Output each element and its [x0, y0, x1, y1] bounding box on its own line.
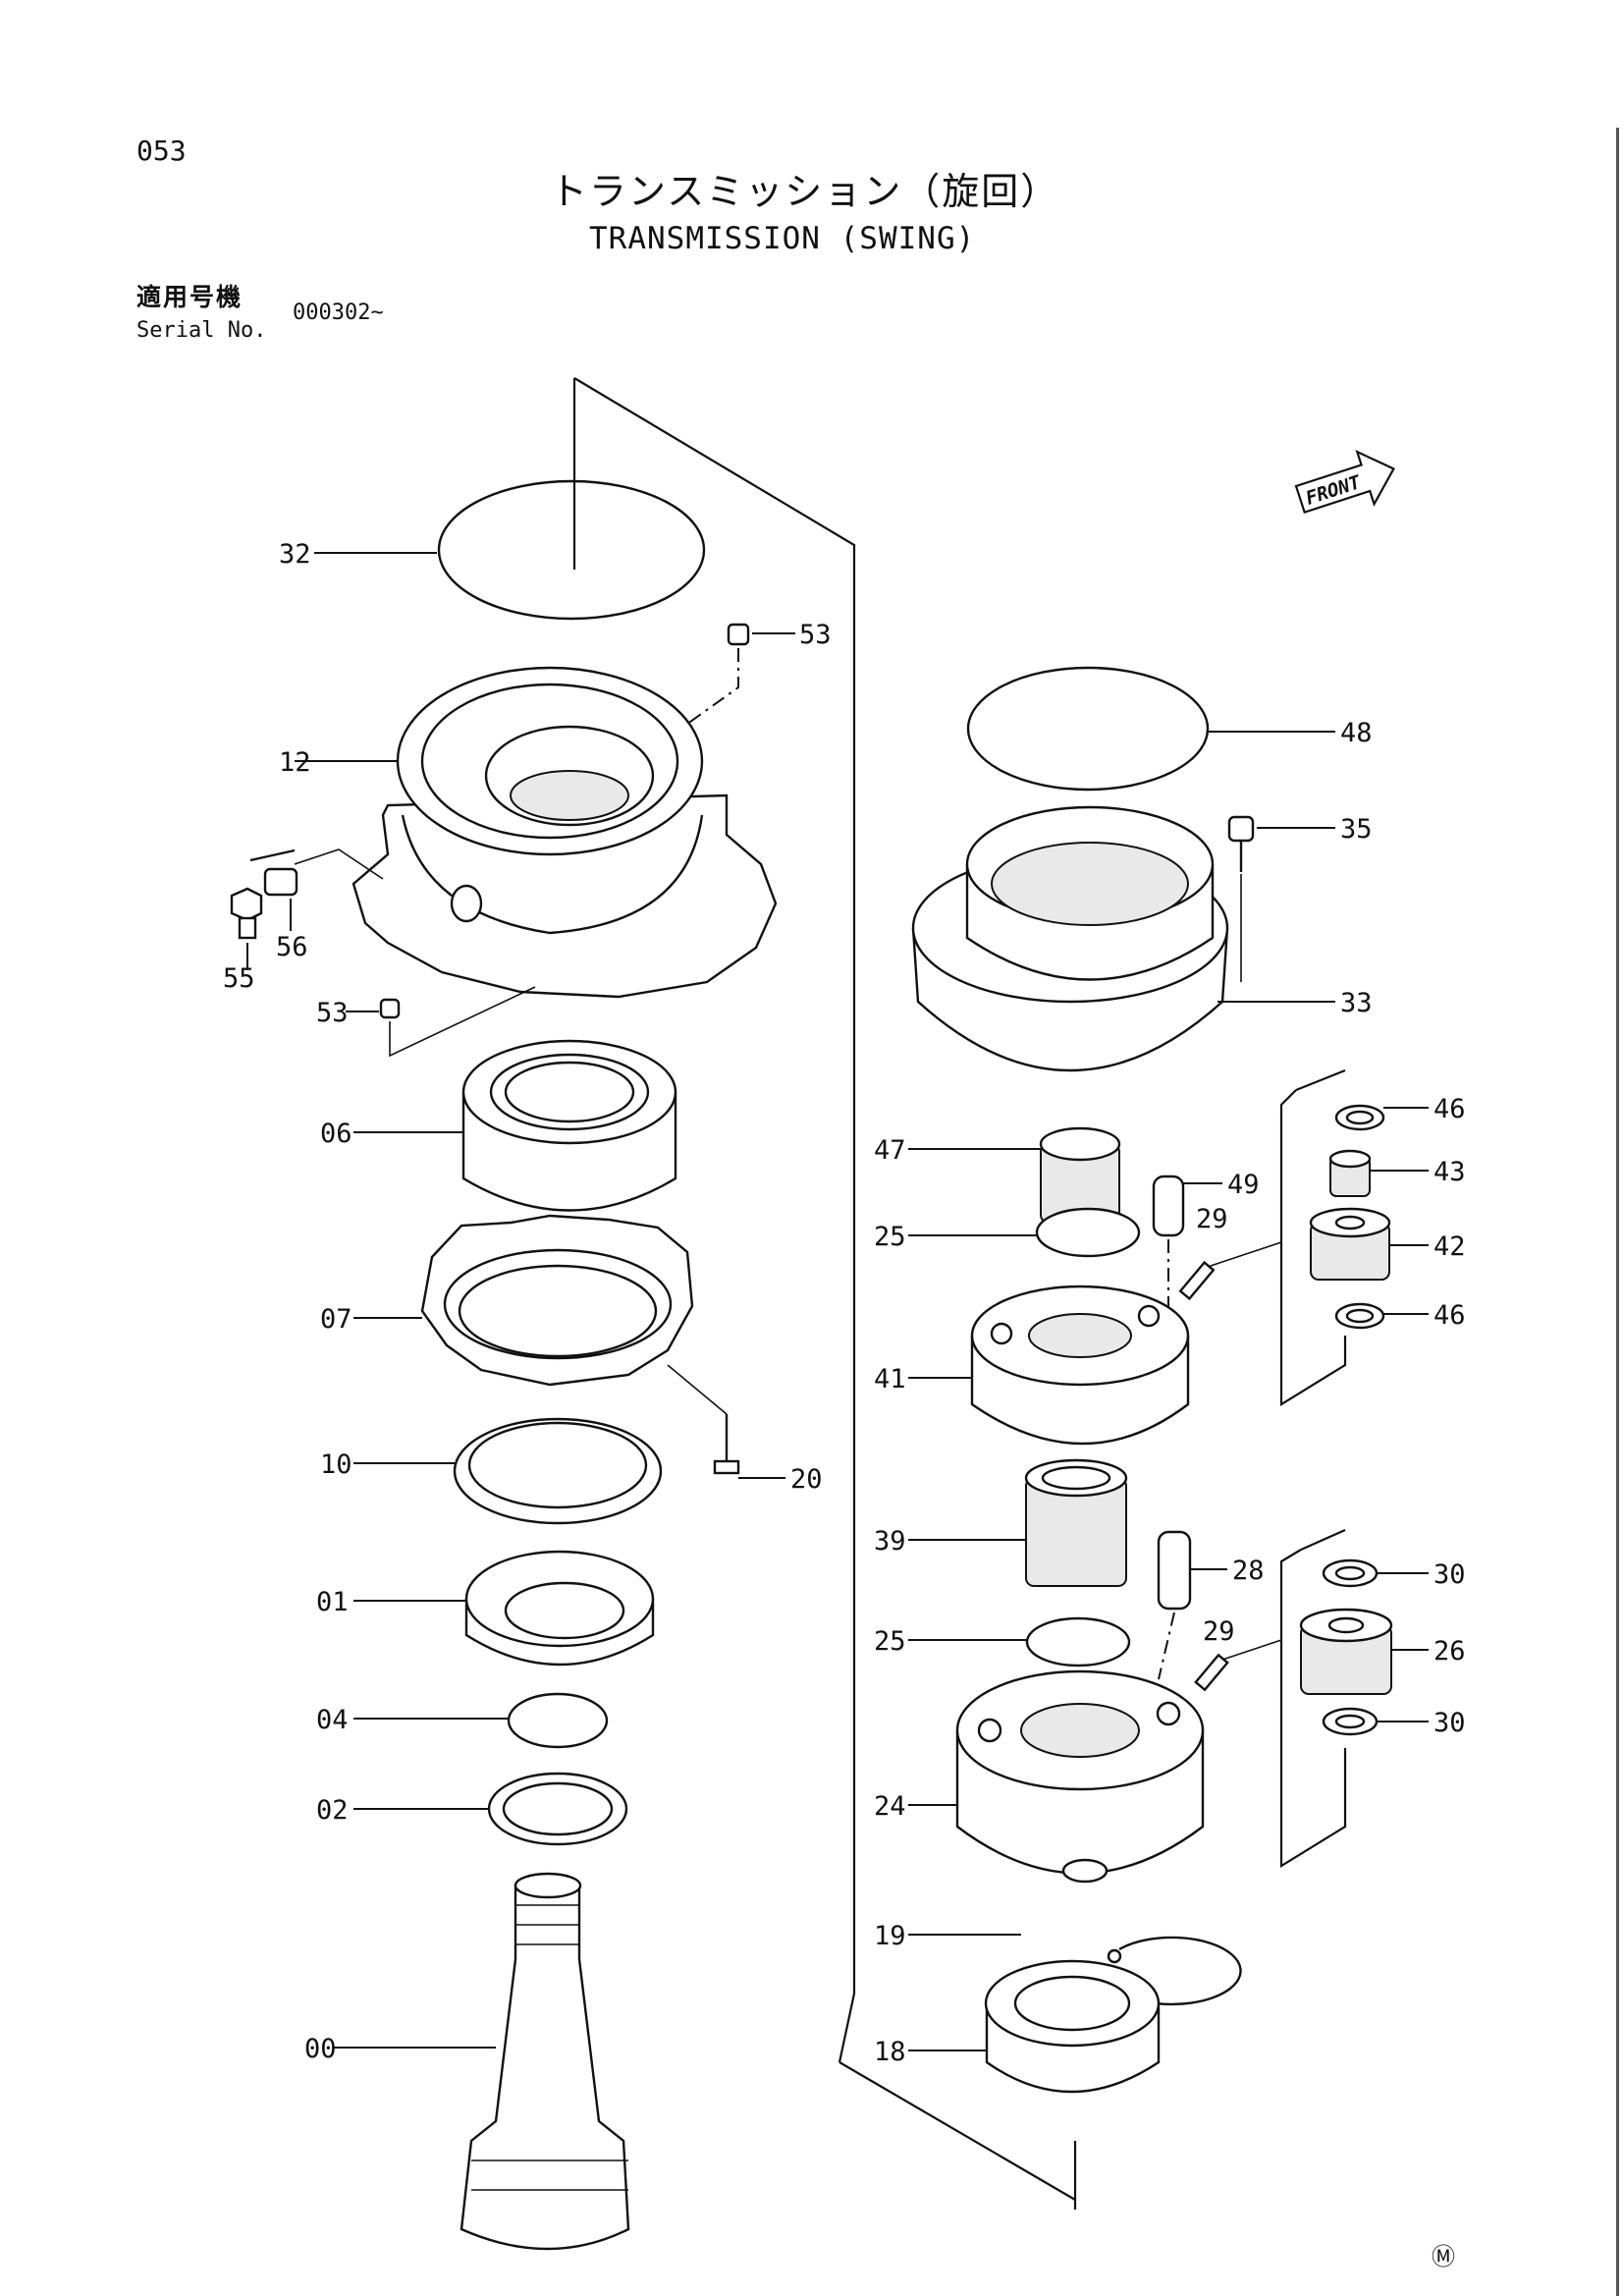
- label-12: 12: [279, 747, 311, 778]
- label-02: 02: [316, 1795, 349, 1826]
- part-39-sun-gear: [908, 1458, 1128, 1587]
- part-29-pin-top: [1178, 1241, 1282, 1301]
- part-02-ring: [353, 1772, 628, 1846]
- part-46-thrust-washer-bottom: [1334, 1302, 1429, 1330]
- label-20: 20: [790, 1464, 823, 1495]
- assembly-frame-lines: [572, 377, 1077, 2210]
- label-24: 24: [874, 1791, 906, 1822]
- label-49: 49: [1227, 1170, 1260, 1200]
- serial-label-japanese: 適用号機: [136, 283, 243, 311]
- label-19: 19: [874, 1921, 906, 1951]
- label-30-bottom: 30: [1434, 1708, 1466, 1738]
- label-25-top: 25: [874, 1222, 906, 1252]
- label-32: 32: [279, 539, 311, 570]
- label-42: 42: [1434, 1231, 1466, 1262]
- label-00: 00: [304, 2034, 337, 2064]
- label-07: 07: [320, 1304, 352, 1335]
- label-39: 39: [874, 1526, 906, 1557]
- front-arrow-icon: FRONT: [1294, 449, 1395, 515]
- manufacturer-mark: Ⓜ: [1432, 2243, 1455, 2270]
- label-46-top: 46: [1434, 1094, 1466, 1124]
- label-53-bottom: 53: [316, 998, 349, 1028]
- part-28-pin: [1157, 1530, 1227, 1680]
- part-32-o-ring: [314, 479, 706, 621]
- label-29-bottom: 29: [1203, 1616, 1235, 1647]
- serial-label-english: Serial No.: [136, 318, 267, 343]
- label-30-top: 30: [1434, 1559, 1466, 1590]
- label-41: 41: [874, 1364, 906, 1394]
- planet-set-bracket-1: [1279, 1068, 1347, 1406]
- part-20-bolt: [713, 1414, 785, 1479]
- part-00-pinion-shaft: [334, 1872, 630, 2251]
- page-number: 053: [136, 135, 187, 167]
- page-title-english: TRANSMISSION (SWING): [589, 221, 976, 256]
- page-title-japanese: トランスミッション（旋回）: [550, 170, 1060, 213]
- part-43-needle-bearing: [1328, 1149, 1429, 1197]
- label-28: 28: [1232, 1556, 1265, 1586]
- label-04: 04: [316, 1705, 349, 1735]
- part-30-thrust-washer-bottom: [1322, 1707, 1429, 1736]
- label-25-bottom: 25: [874, 1626, 906, 1657]
- part-55-56-drain-valve: [230, 848, 384, 970]
- label-26: 26: [1434, 1636, 1466, 1667]
- label-06: 06: [320, 1119, 352, 1149]
- part-49-pin: [1152, 1175, 1222, 1316]
- part-30-thrust-washer-top: [1322, 1558, 1429, 1588]
- part-number-labels: 32 53 12 55 56 53 06 07 20 10 01 04 02 0…: [223, 539, 1466, 2067]
- label-56: 56: [276, 932, 308, 962]
- part-04-o-ring: [353, 1692, 609, 1749]
- label-48: 48: [1340, 718, 1373, 748]
- part-25-thrust-plate-top: [908, 1207, 1141, 1258]
- part-10-seal: [353, 1417, 663, 1525]
- part-26-planet-gear: [1299, 1608, 1429, 1695]
- page-edge-line: [1616, 128, 1619, 2296]
- part-46-thrust-washer-top: [1334, 1104, 1429, 1131]
- part-47-sun-gear: [908, 1126, 1121, 1224]
- part-12-housing: [295, 666, 778, 999]
- label-10: 10: [320, 1449, 352, 1480]
- part-18-bearing: [908, 1959, 1161, 2094]
- label-33: 33: [1340, 988, 1373, 1018]
- part-33-ring-gear: [911, 805, 1335, 1072]
- label-01: 01: [316, 1587, 349, 1617]
- part-24-carrier: [908, 1669, 1205, 1884]
- label-47: 47: [874, 1135, 906, 1166]
- planet-set-bracket-2: [1279, 1528, 1347, 1868]
- part-53-plug-top: [627, 623, 795, 767]
- part-42-planet-gear: [1309, 1207, 1429, 1281]
- part-48-o-ring: [966, 666, 1335, 792]
- label-29-top: 29: [1196, 1204, 1228, 1234]
- label-46-bottom: 46: [1434, 1300, 1466, 1331]
- part-35-bolt: [1227, 815, 1335, 982]
- label-53-top: 53: [799, 620, 832, 650]
- part-53-plug-bottom: [346, 986, 536, 1058]
- serial-number-value: 000302~: [293, 301, 384, 325]
- label-35: 35: [1340, 814, 1373, 845]
- label-18: 18: [874, 2037, 906, 2067]
- part-29-pin-bottom: [1194, 1639, 1282, 1692]
- part-41-carrier: [908, 1285, 1190, 1446]
- part-01-collar: [353, 1550, 655, 1667]
- part-25-thrust-plate-bottom: [908, 1616, 1131, 1667]
- part-07-retainer: [353, 1214, 728, 1415]
- part-06-bearing: [353, 1039, 677, 1212]
- label-43: 43: [1434, 1157, 1466, 1187]
- label-55: 55: [223, 963, 255, 994]
